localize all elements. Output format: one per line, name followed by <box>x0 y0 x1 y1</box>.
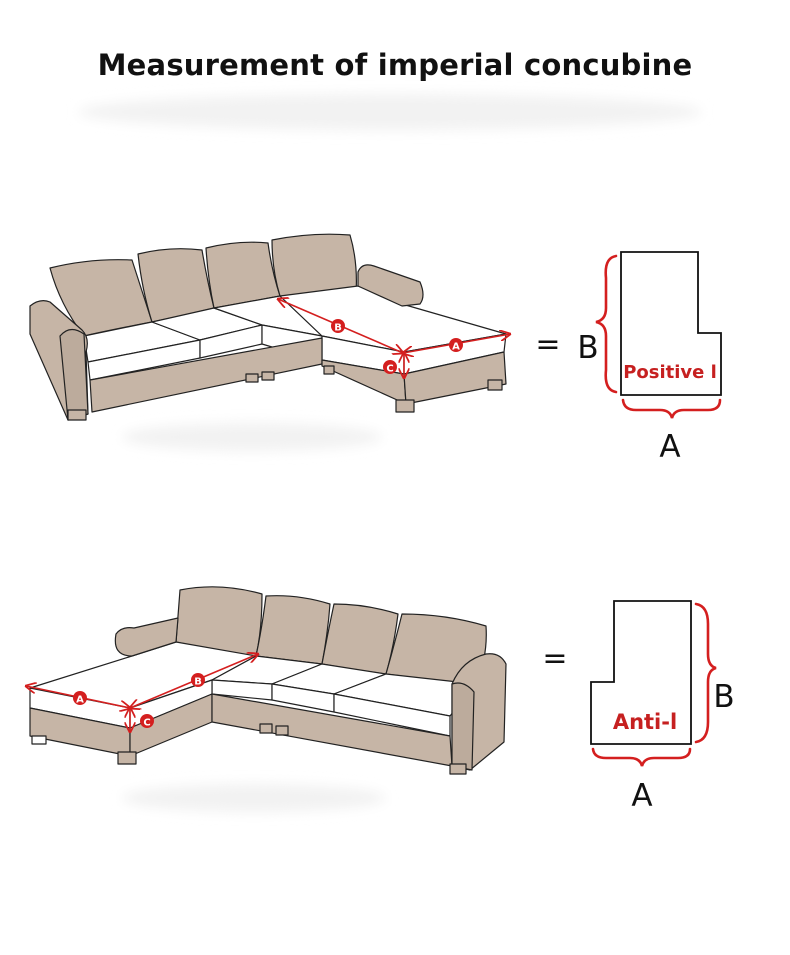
sofa-foot <box>245 373 259 383</box>
shape-label-positive-l: Positive l <box>623 362 717 383</box>
brace-bottom <box>591 747 692 767</box>
brace-left <box>595 254 618 394</box>
marker-c <box>383 360 397 374</box>
brace-bottom <box>621 398 722 419</box>
schematic-1-side-letter: B <box>577 330 598 366</box>
right-arm-front <box>451 682 475 771</box>
marker-b <box>191 673 205 687</box>
marker-c <box>140 714 154 728</box>
sofa-foot <box>487 379 503 391</box>
sofa-foot <box>275 725 289 736</box>
marker-b-text: B <box>194 677 202 688</box>
marker-a <box>449 338 463 352</box>
measure-markers-1: B A C <box>331 319 463 375</box>
back-cushion <box>255 595 331 665</box>
schematic-2-bottom-letter: A <box>631 778 652 814</box>
chaise-base-side <box>403 351 507 405</box>
sofa-foot <box>67 409 87 421</box>
brace-right <box>694 602 717 744</box>
shape-label-anti-l: Anti-l <box>613 710 677 734</box>
sofa-foot <box>261 371 275 381</box>
equals-sign-1: = <box>535 327 560 362</box>
measure-markers-2: A B C <box>73 673 205 729</box>
title-shadow <box>78 94 702 130</box>
sofa-1-shadow <box>122 423 382 451</box>
schematic-2-side-letter: B <box>713 679 734 715</box>
marker-b-text: B <box>334 323 342 334</box>
marker-c-text: C <box>386 364 393 375</box>
sofa-foot <box>31 735 47 745</box>
marker-a-text: A <box>76 695 84 706</box>
sofa-foot <box>117 751 137 765</box>
chaise-arm <box>114 617 179 657</box>
schematic-1-bottom-letter: A <box>659 429 680 465</box>
marker-a-text: A <box>452 342 460 353</box>
marker-a <box>73 691 87 705</box>
marker-b <box>331 319 345 333</box>
back-cushion <box>321 603 399 675</box>
equals-sign-2: = <box>542 641 567 676</box>
sofa-foot <box>395 399 415 413</box>
sofa-anti-l <box>29 586 507 775</box>
shape-anti-l <box>590 600 692 745</box>
marker-c-text: C <box>143 718 150 729</box>
shape-positive-l <box>620 251 722 396</box>
sofa-foot <box>323 365 335 375</box>
left-arm-front <box>59 328 89 421</box>
sofa-foot <box>259 723 273 734</box>
chaise-arm <box>357 264 424 307</box>
page-title: Measurement of imperial concubine <box>97 48 693 82</box>
sofa-positive-l <box>29 233 507 421</box>
sofa-2-shadow <box>122 784 386 812</box>
sofa-foot <box>449 763 467 775</box>
